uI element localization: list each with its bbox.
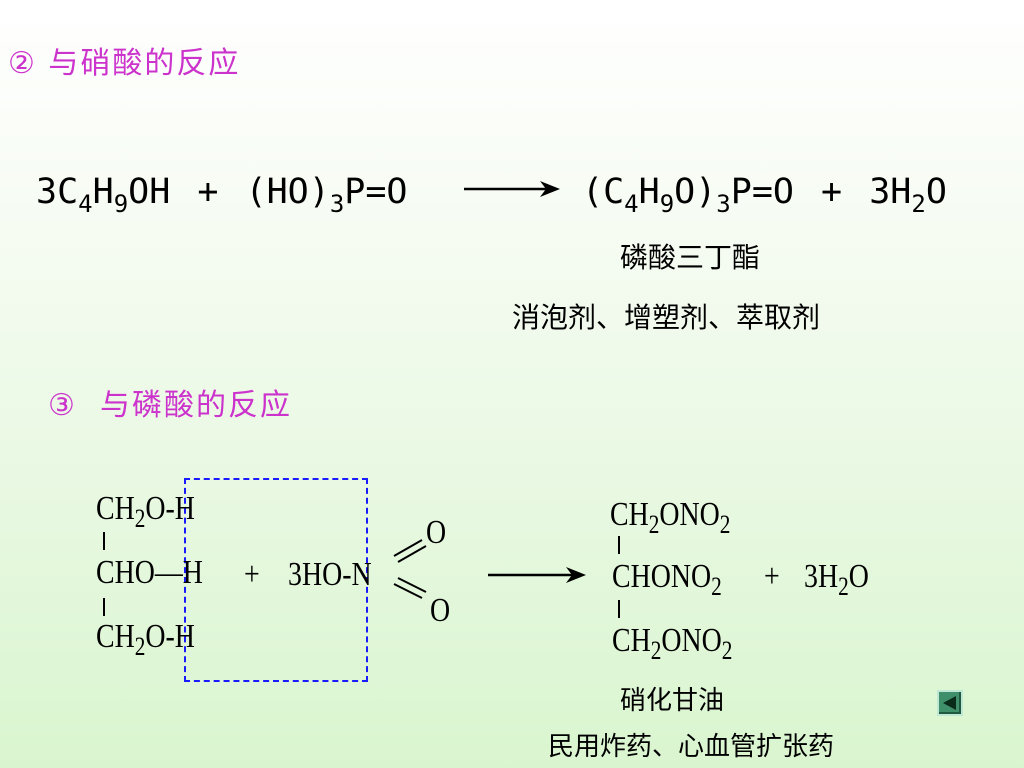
oxygen-bottom: O xyxy=(430,592,451,629)
bond-line xyxy=(618,536,620,554)
bond-line xyxy=(618,600,620,618)
glycerol-row1: CH2O-H xyxy=(96,490,195,533)
bond-line xyxy=(103,532,105,550)
uses-tbp: 消泡剂、增塑剂、萃取剂 xyxy=(512,301,821,334)
section2-title: ② 与硝酸的反应 xyxy=(8,46,241,81)
section3-title: ③ 与磷酸的反应 xyxy=(48,388,292,423)
plus-sign: + xyxy=(244,556,260,593)
back-triangle-icon[interactable] xyxy=(937,690,963,716)
reaction-arrow xyxy=(488,567,586,583)
plus-sign: + xyxy=(821,172,843,212)
water: 3H2O xyxy=(804,558,869,601)
equation-products: (C4H9O)3P=O + 3H2O xyxy=(582,172,947,218)
plus-sign: + xyxy=(764,558,780,595)
reactant-butanol: 3C4H9OH xyxy=(36,172,171,218)
nitroglycerin-row1: CH2ONO2 xyxy=(610,496,731,539)
reactant-phosphoric-acid: (HO)3P=O xyxy=(245,172,408,218)
highlight-box xyxy=(184,478,368,682)
bond-line xyxy=(103,598,105,616)
glycerol-row3: CH2O-H xyxy=(96,618,195,661)
double-bond-lines xyxy=(393,539,427,599)
product-tributyl-phosphate: (C4H9O)3P=O xyxy=(582,172,794,218)
uses-nitroglycerin: 民用炸药、心血管扩张药 xyxy=(548,732,835,762)
glycerol-row2: CHO—H xyxy=(96,554,203,591)
nitroglycerin-row2: CHONO2 xyxy=(612,558,722,601)
product-name-tbp: 磷酸三丁酯 xyxy=(620,241,761,274)
nitric-acid: 3HO-N xyxy=(288,556,372,593)
oxygen-top: O xyxy=(426,514,447,551)
nitroglycerin-row3: CH2ONO2 xyxy=(612,622,733,665)
reaction-arrow xyxy=(464,181,560,197)
equation-phosphoric: 3C4H9OH + (HO)3P=O xyxy=(36,172,408,218)
product-water: 3H2O xyxy=(869,172,947,218)
plus-sign: + xyxy=(197,172,219,212)
product-name-nitroglycerin: 硝化甘油 xyxy=(620,686,725,716)
